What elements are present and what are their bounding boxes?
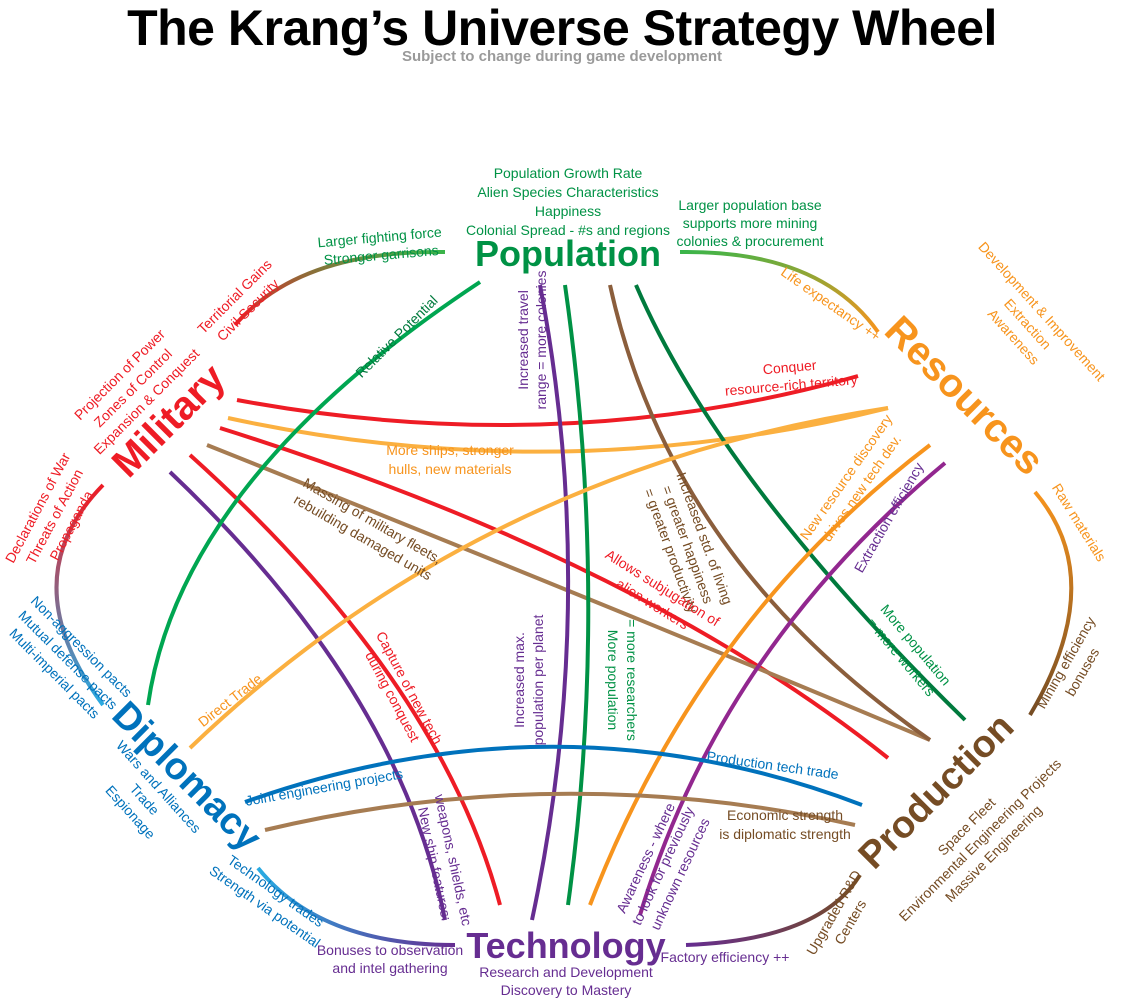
hub-population: Population (475, 233, 661, 274)
resources-detail: Raw materials (1049, 480, 1110, 564)
link-population-production-workers (634, 284, 967, 722)
link-military-resources-ships (227, 406, 889, 454)
link-diplomacy-production-joint (244, 744, 863, 807)
link-population-military (233, 249, 446, 327)
link-label: range = more colonies (533, 271, 549, 410)
page-title: The Krang’s Universe Strategy Wheel (127, 0, 997, 56)
link-diplomacy-technology (256, 866, 456, 947)
link-resources-technology-extraction (638, 461, 947, 916)
link-diplomacy-resources-trade (188, 406, 889, 750)
link-military-technology-capture (188, 453, 502, 906)
link-label: Larger population base (678, 197, 821, 213)
link-diplomacy-production-economic (264, 791, 856, 832)
page-subtitle: Subject to change during game developmen… (401, 48, 723, 65)
link-label: Direct Trade (195, 670, 265, 730)
hub-resources: Resources (876, 308, 1052, 484)
population-detail: Happiness (535, 203, 601, 219)
link-label: Joint engineering projects (244, 765, 404, 808)
population-detail: Colonial Spread - #s and regions (466, 222, 670, 238)
link-label: = more researchers (624, 619, 640, 741)
link-label: Relative Potential (352, 292, 440, 380)
link-population-diplomacy (146, 280, 482, 706)
technology-detail: and intel gathering (332, 960, 447, 976)
technology-detail: Factory efficiency ++ (661, 949, 790, 965)
link-label: population per planet (530, 615, 546, 746)
technology-detail: Discovery to Mastery (501, 982, 632, 998)
link-population-resources (679, 249, 880, 334)
link-production-technology (685, 873, 862, 947)
link-label: Increased max. (511, 632, 527, 728)
link-population-technology-researchers (563, 284, 591, 906)
link-label: More ships, stronger (386, 442, 514, 458)
link-label: hulls, new materials (389, 461, 512, 477)
link-label: supports more mining (683, 215, 818, 231)
link-label: is diplomatic strength (719, 826, 851, 842)
link-label: More population (605, 630, 621, 730)
link-resources-production (1028, 490, 1074, 717)
link-military-technology-ships (168, 470, 447, 921)
resources-detail: Life expectancy ++ (778, 264, 883, 345)
link-military-production-massing (206, 443, 931, 742)
link-population-production-living (608, 284, 932, 742)
link-military-resources-conquer (236, 374, 859, 427)
link-label: Increased travel (515, 290, 531, 390)
population-detail: Alien Species Characteristics (477, 184, 658, 200)
population-detail: Population Growth Rate (494, 165, 643, 181)
hub-diplomacy: Diplomacy (104, 694, 270, 860)
link-resources-technology-discovery (588, 443, 932, 906)
link-label: Economic strength (727, 807, 843, 823)
technology-detail: Bonuses to observation (317, 942, 463, 958)
link-military-diplomacy (54, 483, 105, 707)
link-label: Conquer (762, 357, 817, 378)
link-military-production-subjugation (219, 426, 890, 760)
link-label: colonies & procurement (676, 233, 823, 249)
link-population-technology-travel (530, 284, 571, 921)
technology-detail: Research and Development (479, 964, 653, 980)
hub-technology: Technology (466, 925, 665, 966)
